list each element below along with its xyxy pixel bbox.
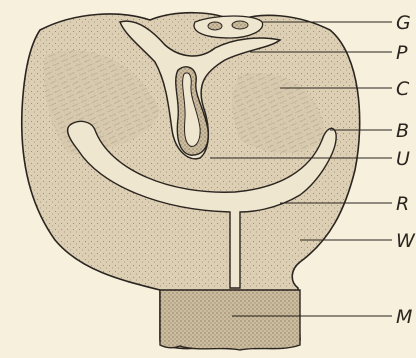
label-w: W xyxy=(396,230,416,252)
structure-g-inner-b xyxy=(232,21,248,29)
label-m: M xyxy=(396,306,412,328)
base-block xyxy=(160,290,300,350)
label-b: B xyxy=(396,120,409,142)
label-p: P xyxy=(396,42,408,64)
structure-g-inner-a xyxy=(208,22,222,30)
label-u: U xyxy=(396,148,410,170)
label-g: G xyxy=(396,12,411,34)
label-r: R xyxy=(396,193,409,215)
label-c: C xyxy=(396,78,410,100)
structure-g xyxy=(194,16,263,38)
